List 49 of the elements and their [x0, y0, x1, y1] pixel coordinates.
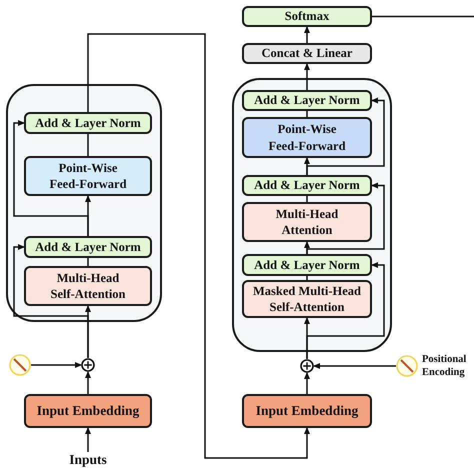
layer-label: Input Embedding [36, 402, 140, 420]
arrow [13, 244, 89, 358]
arrow [306, 182, 385, 254]
wave-encoding-icon [9, 354, 31, 376]
arrow [313, 363, 396, 369]
layer-box [242, 90, 372, 111]
add-circle-icon [81, 358, 95, 372]
layer-label: Point-Wise Feed-Forward [267, 121, 347, 154]
layer-box [24, 266, 152, 306]
wave-encoding-icon [396, 355, 418, 377]
arrow [304, 372, 310, 394]
input-label: Inputs [69, 452, 107, 469]
arrow [13, 120, 89, 236]
layer-label: Point-Wise Feed-Forward [48, 160, 128, 192]
layer-box [242, 254, 372, 276]
layer-label: Add & Layer Norm [254, 92, 360, 109]
layer-box [242, 202, 372, 242]
add-circle-icon [300, 359, 314, 373]
layer-stack-frame [232, 78, 392, 352]
encoding-label: Positional Encoding [422, 353, 468, 380]
layer-box [242, 117, 372, 158]
layer-box [242, 280, 372, 318]
layer-label: Masked Multi-Head Self-Attention [252, 282, 362, 316]
layer-box [24, 156, 152, 196]
layer-label: Softmax [284, 8, 330, 25]
arrow [306, 262, 385, 359]
layer-label: Input Embedding [256, 402, 358, 420]
arrow [304, 63, 310, 90]
layer-label: Multi-Head Attention [274, 206, 340, 238]
arrow [87, 33, 310, 459]
layer-label: Multi-Head Self-Attention [50, 270, 126, 302]
arrow [85, 427, 91, 452]
arrow [304, 26, 310, 43]
layer-stack-frame [6, 84, 162, 322]
layer-label: Concat & Linear [262, 45, 352, 62]
layer-box [242, 394, 372, 428]
layer-label: Add & Layer Norm [254, 177, 360, 194]
layer-box [24, 394, 152, 428]
layer-box [242, 175, 372, 196]
layer-label: Add & Layer Norm [35, 238, 141, 256]
arrow [306, 98, 385, 175]
layer-box [24, 236, 152, 258]
layer-box [242, 43, 372, 64]
layer-box [242, 6, 372, 27]
layer-label: Add & Layer Norm [254, 256, 360, 274]
arrow [85, 371, 91, 394]
arrow [31, 362, 82, 368]
layer-label: Add & Layer Norm [35, 114, 141, 132]
layer-box [24, 112, 152, 134]
